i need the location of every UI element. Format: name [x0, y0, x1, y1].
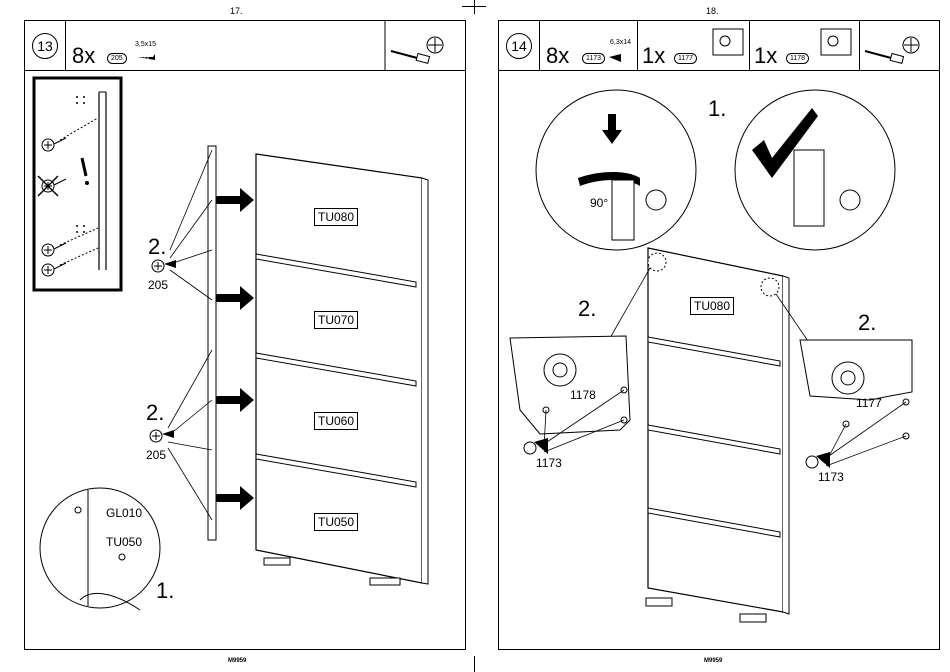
part-label: 1177 [856, 396, 882, 410]
angle-label: 90° [590, 196, 608, 210]
step-label: 1. [708, 96, 726, 122]
part-label: 1173 [536, 456, 562, 470]
screw-205-a [152, 260, 176, 272]
part-label: 1173 [818, 470, 844, 484]
screwdriver-icon [865, 51, 904, 63]
arrow-icons [216, 188, 254, 510]
phillips-icon [903, 37, 919, 53]
step-label: 2. [148, 234, 166, 260]
panel-label: TU050 [314, 513, 358, 531]
screw-detail-inset [34, 78, 121, 290]
panel-label: TU070 [314, 311, 358, 329]
side-rail [168, 146, 216, 540]
footer-code: M9959 [228, 658, 246, 664]
step-label: 2. [858, 310, 876, 336]
part-label: 1178 [570, 388, 596, 402]
step-14-header: 14 8x 1173 6,3x14 1x 1177 1x 1178 [499, 21, 939, 71]
step-label: 2. [578, 296, 596, 322]
panel-label: TU080 [314, 208, 358, 226]
hinge-icon [821, 29, 851, 55]
footer-code: M9959 [704, 658, 722, 664]
hinge-icon [713, 29, 743, 55]
zoom-label-bottom: TU050 [106, 535, 142, 549]
part-label: 205 [146, 448, 166, 462]
part-label: 205 [148, 278, 168, 292]
step-label: 1. [156, 578, 174, 604]
panel-label: TU080 [690, 297, 734, 315]
screw-icon [609, 54, 621, 62]
step-label: 2. [146, 400, 164, 426]
panel-label: TU060 [314, 412, 358, 430]
header-icons [499, 21, 941, 71]
zoom-label-top: GL010 [106, 506, 142, 520]
screw-205-b [150, 430, 174, 442]
